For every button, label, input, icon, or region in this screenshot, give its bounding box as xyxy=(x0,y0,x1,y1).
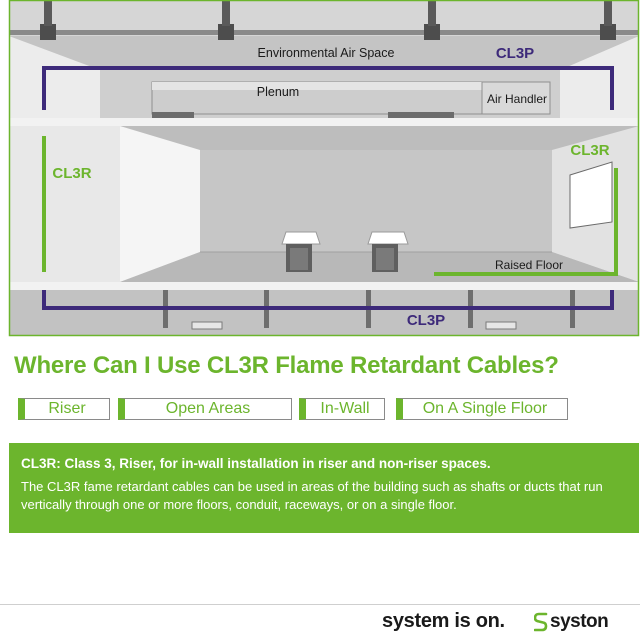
syston-s-icon xyxy=(534,612,548,632)
wall-panel xyxy=(569,161,613,229)
pipe-hanger xyxy=(604,0,612,26)
building-cross-section-diagram: Environmental Air Space CL3P Plenum Air … xyxy=(8,0,640,337)
cl3r-right-label: CL3R xyxy=(570,142,609,159)
floor-box xyxy=(191,321,223,330)
under-floor-space xyxy=(9,290,639,336)
cl3r-right-riser-line xyxy=(434,168,618,276)
floor-box xyxy=(485,321,517,330)
cl3p-top-cable-run xyxy=(42,66,614,110)
footer: system is on. syston xyxy=(0,604,640,636)
tag-single-floor: On A Single Floor xyxy=(396,398,568,420)
ceiling-pipe xyxy=(9,30,639,35)
duct-vent xyxy=(388,112,454,120)
slogan: system is on. xyxy=(382,610,505,632)
air-handler-box xyxy=(481,81,551,115)
desk xyxy=(367,231,409,272)
cl3r-left-label: CL3R xyxy=(52,165,91,182)
info-body: The CL3R fame retardant cables can be us… xyxy=(21,479,603,512)
desk xyxy=(281,231,321,272)
tag-riser: Riser xyxy=(18,398,110,420)
pipe-hanger xyxy=(222,0,230,26)
room-left-inner-wall xyxy=(120,126,200,282)
tag-in-wall: In-Wall xyxy=(299,398,385,420)
pipe-clamp xyxy=(40,24,56,40)
info-panel: CL3R: Class 3, Riser, for in-wall instal… xyxy=(9,443,639,533)
room-left-outer-wall xyxy=(9,126,120,282)
ceiling-tile-slab xyxy=(9,118,639,126)
environmental-air-space-label: Environmental Air Space xyxy=(258,46,395,60)
cl3p-bottom-cable-run xyxy=(42,290,614,310)
plenum-label: Plenum xyxy=(257,85,299,99)
pipe-clamp xyxy=(218,24,234,40)
raised-floor-label: Raised Floor xyxy=(495,258,563,272)
upper-left-wall xyxy=(9,36,100,118)
brand-logo: syston xyxy=(534,611,609,633)
page-headline: Where Can I Use CL3R Flame Retardant Cab… xyxy=(14,352,559,379)
tag-open-areas: Open Areas xyxy=(118,398,292,420)
air-handler-label: Air Handler xyxy=(487,92,547,106)
pipe-clamp xyxy=(424,24,440,40)
cl3p-top-label: CL3P xyxy=(496,45,534,62)
plenum-duct-highlight xyxy=(152,82,482,90)
diagram-frame xyxy=(8,0,640,337)
upper-right-wall xyxy=(560,36,639,118)
ceiling-slab xyxy=(9,0,639,36)
ceiling-air-space xyxy=(9,36,639,70)
pipe-hanger xyxy=(428,0,436,26)
pipe-clamp xyxy=(600,24,616,40)
raised-floor-slab xyxy=(9,282,639,290)
pipe-hanger xyxy=(44,0,52,26)
cl3p-bottom-label: CL3P xyxy=(407,312,445,329)
info-title: CL3R: Class 3, Riser, for in-wall instal… xyxy=(21,456,491,471)
brand-name: syston xyxy=(550,611,609,632)
duct-vent xyxy=(152,112,194,120)
